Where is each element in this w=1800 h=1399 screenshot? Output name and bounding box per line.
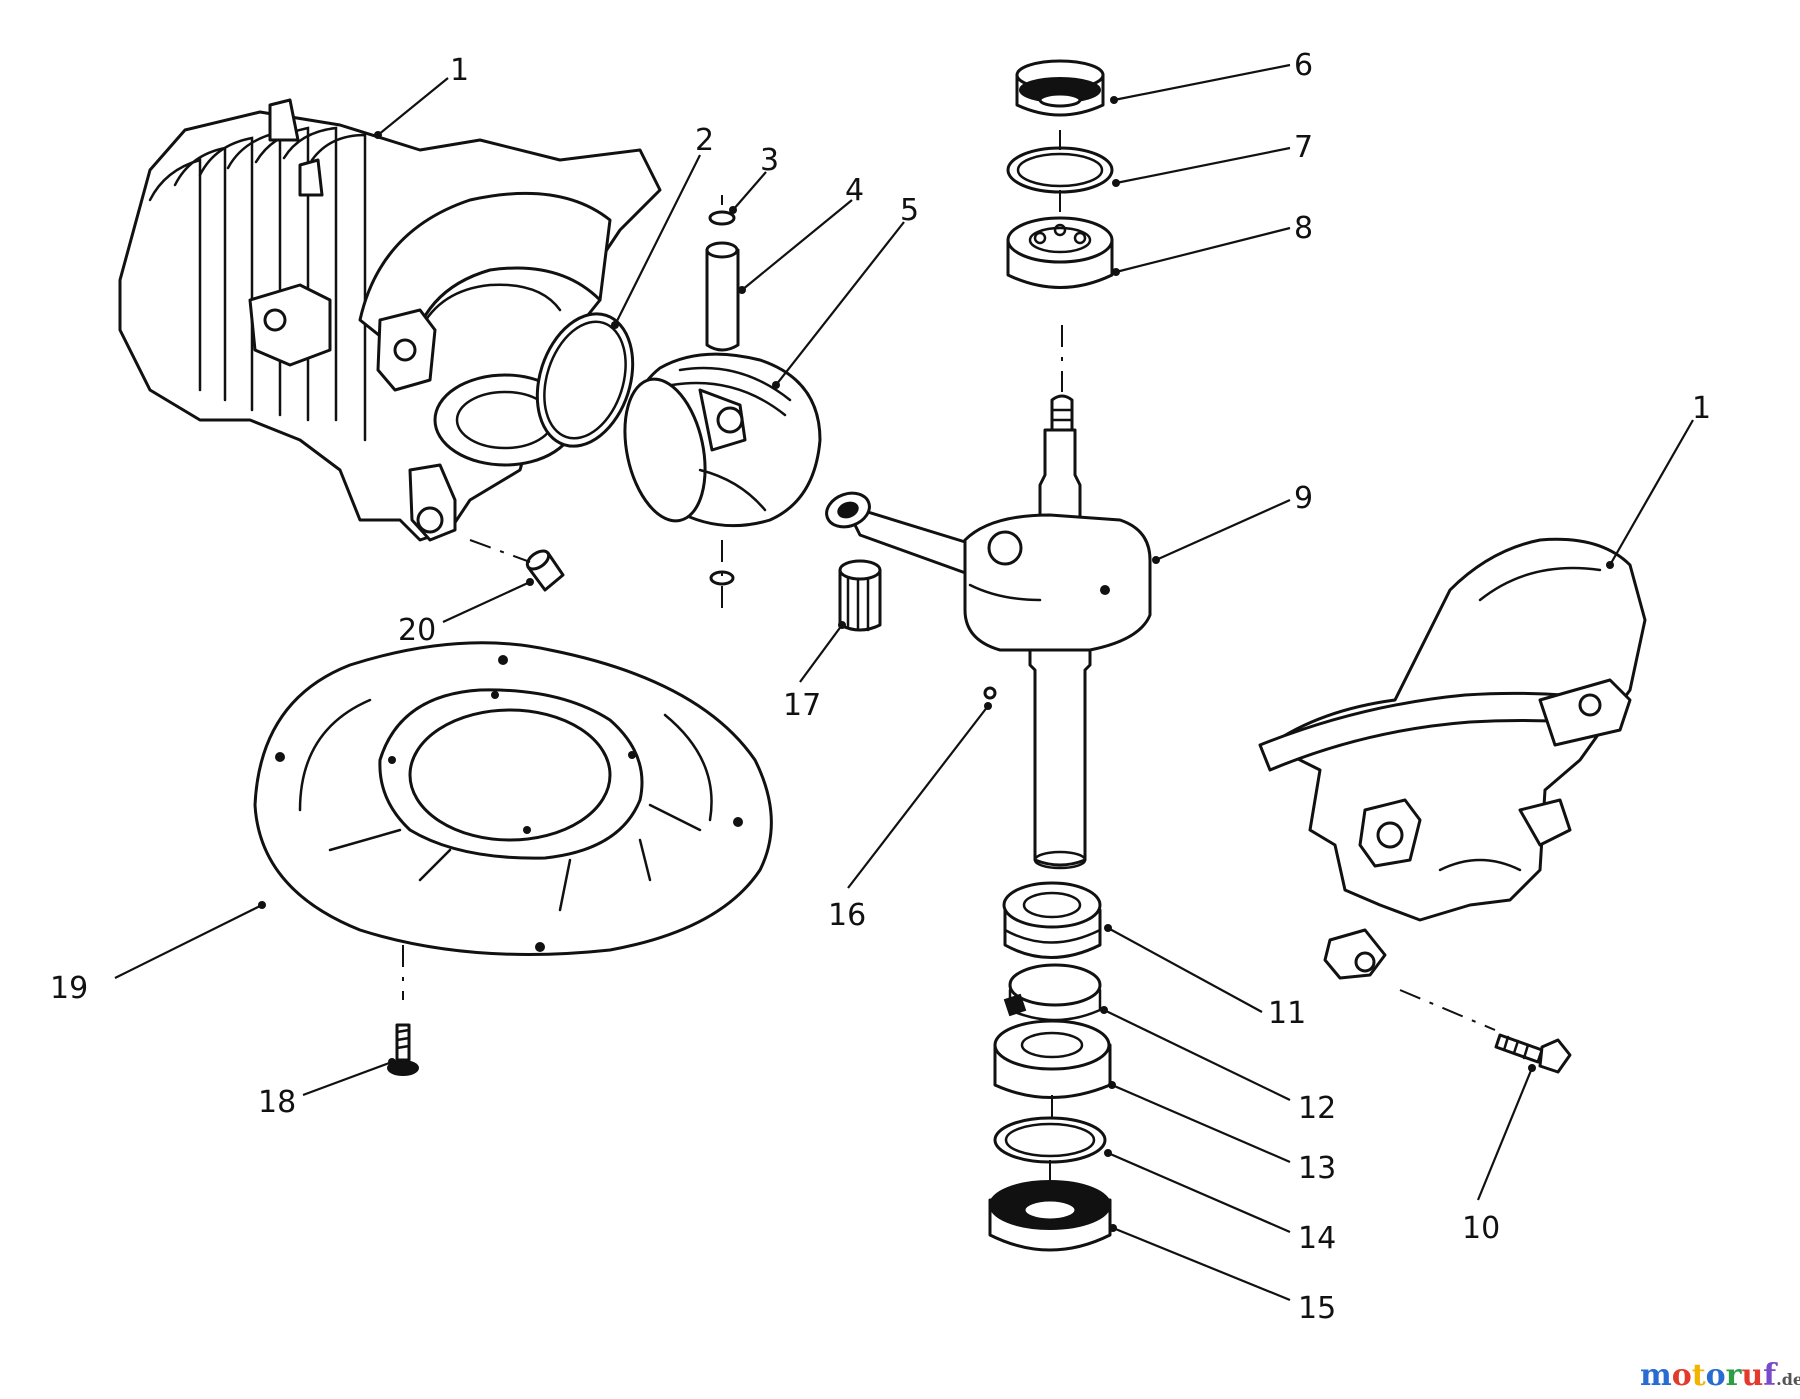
callout-10: 10 bbox=[1462, 1211, 1500, 1246]
watermark-letter: o bbox=[1672, 1358, 1692, 1393]
lower-retainer bbox=[1003, 963, 1102, 1022]
callout-7: 7 bbox=[1294, 130, 1313, 165]
callout-4: 4 bbox=[845, 173, 864, 208]
callout-8: 8 bbox=[1294, 211, 1313, 246]
watermark-letter: u bbox=[1741, 1358, 1763, 1393]
upper-bearing bbox=[1006, 216, 1114, 289]
watermark-letter: t bbox=[1692, 1358, 1706, 1393]
callout-16: 16 bbox=[828, 898, 866, 933]
watermark-suffix: .de bbox=[1776, 1370, 1800, 1389]
upper-seal bbox=[1015, 59, 1105, 117]
callout-14: 14 bbox=[1298, 1221, 1336, 1256]
callout-3: 3 bbox=[760, 143, 779, 178]
callout-labels: 1 2 3 4 5 6 7 8 9 1 20 17 16 19 18 11 12… bbox=[50, 48, 1711, 1326]
piston bbox=[623, 352, 822, 528]
crankshaft bbox=[825, 394, 1152, 870]
callout-13: 13 bbox=[1298, 1151, 1336, 1186]
callout-20: 20 bbox=[398, 613, 436, 648]
watermark-letter: f bbox=[1763, 1358, 1778, 1393]
watermark-letter: r bbox=[1726, 1358, 1743, 1393]
callout-15: 15 bbox=[1298, 1291, 1336, 1326]
wrist-pin bbox=[705, 241, 740, 352]
bolt bbox=[1494, 1033, 1572, 1074]
callout-19: 19 bbox=[50, 971, 88, 1006]
callout-17: 17 bbox=[783, 688, 821, 723]
watermark-logo: motoruf.de bbox=[1640, 1358, 1800, 1393]
plug bbox=[525, 549, 565, 592]
needle-bearing bbox=[838, 559, 882, 632]
flange-plate bbox=[253, 641, 773, 956]
callout-5: 5 bbox=[900, 193, 919, 228]
watermark-letter: o bbox=[1706, 1358, 1726, 1393]
callout-1-cover: 1 bbox=[1692, 391, 1711, 426]
leader-lines bbox=[114, 63, 1694, 1302]
circlip bbox=[708, 210, 736, 586]
callout-2: 2 bbox=[695, 123, 714, 158]
callout-6: 6 bbox=[1294, 48, 1313, 83]
key bbox=[983, 686, 997, 700]
callout-9: 9 bbox=[1294, 481, 1313, 516]
upper-shim-ring bbox=[1006, 146, 1114, 194]
piston-ring bbox=[535, 312, 635, 448]
watermark-letter: m bbox=[1640, 1358, 1672, 1393]
callout-11: 11 bbox=[1268, 996, 1306, 1031]
screw bbox=[387, 1023, 419, 1076]
cylinder-crankcase-half bbox=[118, 98, 662, 542]
callout-12: 12 bbox=[1298, 1091, 1336, 1126]
lower-shim-ring bbox=[993, 1116, 1107, 1164]
crankcase-cover-half bbox=[1258, 537, 1647, 980]
svg-text:motoruf.de: motoruf.de bbox=[1640, 1358, 1800, 1393]
lower-seal bbox=[988, 1180, 1112, 1252]
callout-18: 18 bbox=[258, 1085, 296, 1120]
lower-bearing bbox=[993, 1019, 1112, 1099]
lower-seal-housing bbox=[1002, 881, 1102, 959]
callout-1-cylinder: 1 bbox=[450, 53, 469, 88]
